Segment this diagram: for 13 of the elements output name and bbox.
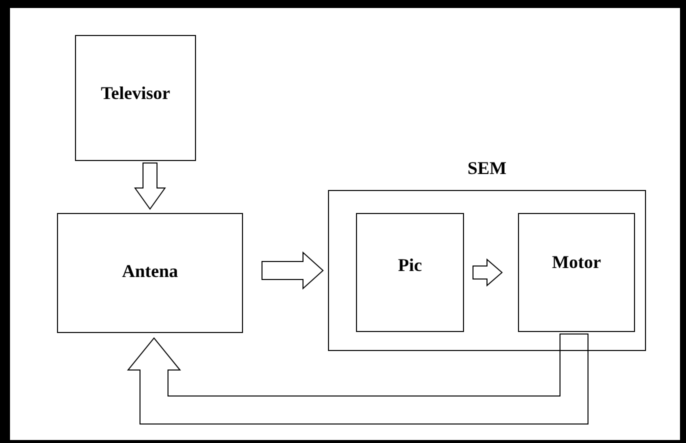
- block-box: [518, 213, 635, 332]
- hollow-arrow: [472, 258, 503, 287]
- block-label: Motor: [552, 252, 601, 273]
- hollow-arrow: [134, 162, 166, 210]
- group-title: SEM: [466, 158, 508, 179]
- block-label: Antena: [122, 260, 178, 282]
- block-label: Televisor: [100, 82, 170, 104]
- block-label: Pic: [398, 255, 422, 276]
- block-box: [356, 213, 464, 332]
- hollow-arrow: [262, 251, 324, 290]
- block-box: [75, 35, 196, 161]
- hollow-arrow: [126, 334, 588, 424]
- block-box: [57, 213, 243, 333]
